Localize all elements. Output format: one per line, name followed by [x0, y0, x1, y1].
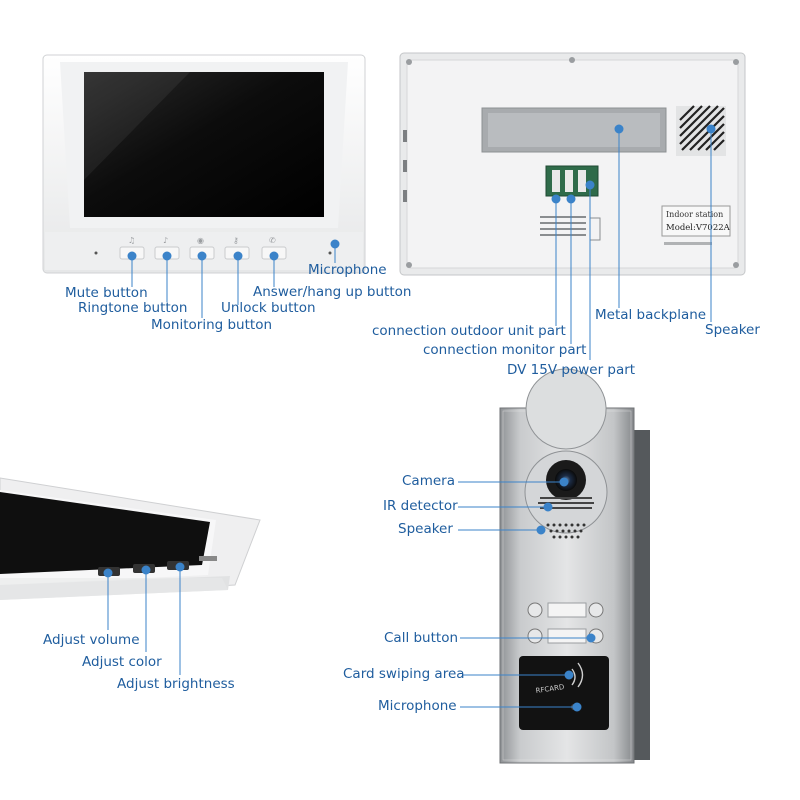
leader-lines — [103, 124, 716, 712]
label-adjust-volume: Adjust volume — [43, 632, 140, 648]
label-adjust-color: Adjust color — [82, 654, 162, 670]
card-reader-text: RFCARD — [535, 683, 565, 695]
label-speaker-outdoor: Speaker — [398, 521, 453, 537]
label-monitor-connection: connection monitor part — [423, 342, 587, 358]
monitor-front: ♫ ♪ ◉ ⚷ ✆ — [42, 54, 366, 274]
label-ringtone-button: Ringtone button — [78, 300, 188, 316]
monitor-side — [0, 477, 261, 600]
label-call-button: Call button — [384, 630, 459, 646]
label-ir-detector: IR detector — [383, 498, 458, 514]
label-power-part: DV 15V power part — [507, 362, 636, 378]
camera-module — [524, 368, 608, 539]
label-card-swiping-area: Card swiping area — [343, 666, 465, 682]
label-monitoring-button: Monitoring button — [151, 317, 273, 333]
sticker-title: Indoor station — [666, 210, 723, 219]
monitor-back: Indoor station Model:V7022A — [399, 52, 746, 276]
call-buttons — [527, 602, 604, 644]
label-microphone-outdoor: Microphone — [378, 698, 457, 714]
svg-text:⚷: ⚷ — [233, 236, 239, 245]
monitor-side-screen — [0, 492, 210, 574]
label-outdoor-connection: connection outdoor unit part — [372, 323, 566, 339]
monitor-screen — [84, 72, 324, 217]
label-camera: Camera — [402, 473, 455, 489]
card-reader: RFCARD — [519, 656, 609, 730]
label-speaker-back: Speaker — [705, 322, 760, 338]
svg-text:◉: ◉ — [197, 236, 204, 245]
label-metal-backplane: Metal backplane — [595, 307, 707, 323]
sticker-model: Model:V7022A — [666, 223, 731, 233]
svg-text:✆: ✆ — [269, 236, 276, 245]
label-mute-button: Mute button — [65, 285, 148, 301]
label-adjust-brightness: Adjust brightness — [117, 676, 235, 692]
speaker-grille — [676, 105, 726, 156]
svg-text:♪: ♪ — [163, 236, 168, 245]
outdoor-unit: RFCARD — [499, 368, 650, 764]
label-answer-button: Answer/hang up button — [253, 284, 412, 300]
label-microphone-front: Microphone — [308, 262, 387, 278]
label-unlock-button: Unlock button — [221, 300, 316, 316]
svg-text:♫: ♫ — [128, 236, 135, 245]
